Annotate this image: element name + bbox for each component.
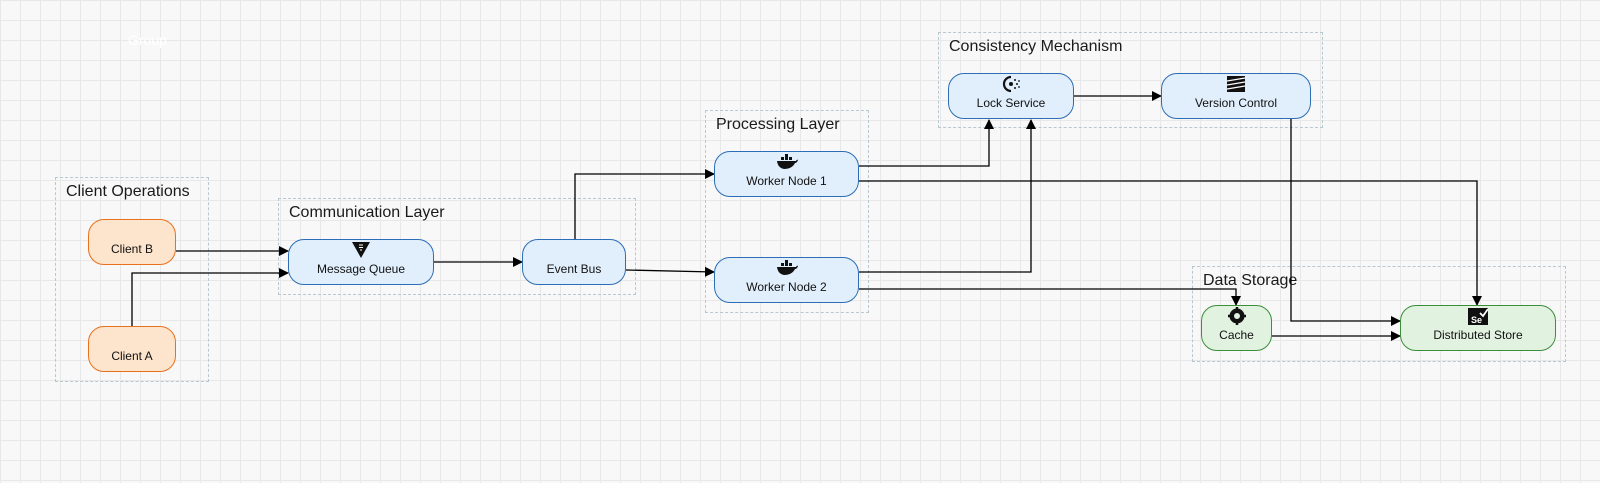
edge-worker-node-1-to-distributed-store[interactable] bbox=[859, 180, 1482, 306]
node-label: Message Queue bbox=[316, 262, 406, 276]
stripes-icon bbox=[1227, 75, 1245, 93]
node-label: Lock Service bbox=[976, 96, 1046, 110]
node-distributed-store[interactable]: Se Distributed Store bbox=[1400, 305, 1556, 351]
edge-worker-node-2-to-lock-service[interactable] bbox=[859, 119, 1036, 273]
edge-event-bus-to-worker-node-2[interactable] bbox=[625, 266, 715, 277]
edge-worker-node-1-to-lock-service[interactable] bbox=[859, 119, 994, 167]
node-label: Worker Node 2 bbox=[746, 280, 827, 294]
svg-text:Se: Se bbox=[1471, 315, 1482, 325]
node-version-control[interactable]: Version Control bbox=[1161, 73, 1311, 119]
group-processing-layer[interactable]: Processing Layer bbox=[705, 110, 869, 313]
node-label: Version Control bbox=[1194, 96, 1278, 110]
group-label: Data Storage bbox=[1203, 272, 1298, 289]
group-label: Communication Layer bbox=[289, 204, 445, 221]
node-label: Distributed Store bbox=[1433, 328, 1523, 342]
node-cache[interactable]: Cache bbox=[1201, 305, 1272, 351]
docker-whale-icon bbox=[776, 259, 798, 277]
node-label: Event Bus bbox=[546, 262, 602, 276]
node-label: Worker Node 1 bbox=[746, 174, 827, 188]
node-worker-node-1[interactable]: Worker Node 1 bbox=[714, 151, 859, 197]
cache-gear-icon bbox=[1227, 307, 1247, 325]
group-communication-layer[interactable]: Communication Layer bbox=[278, 198, 636, 295]
selenium-check-icon: Se bbox=[1468, 307, 1488, 325]
node-label: Client B bbox=[110, 242, 154, 256]
group-consistency-mechanism[interactable]: Consistency Mechanism bbox=[938, 32, 1323, 128]
edge-event-bus-to-worker-node-1[interactable] bbox=[574, 169, 715, 240]
node-message-queue[interactable]: Message Queue bbox=[288, 239, 434, 285]
edge-worker-node-2-to-cache[interactable] bbox=[859, 288, 1241, 306]
node-lock-service[interactable]: Lock Service bbox=[948, 73, 1074, 119]
node-label: Cache bbox=[1219, 328, 1254, 342]
edge-client-a-to-message-queue[interactable] bbox=[131, 268, 289, 326]
ghost-group-label: Group bbox=[128, 32, 167, 48]
node-client-a[interactable]: Client A bbox=[88, 326, 176, 372]
consul-icon bbox=[1001, 75, 1021, 93]
node-event-bus[interactable]: Event Bus bbox=[522, 239, 626, 285]
vault-triangle-icon bbox=[351, 241, 371, 259]
node-client-b[interactable]: Client B bbox=[88, 219, 176, 265]
node-label: Client A bbox=[111, 349, 153, 363]
docker-whale-icon bbox=[776, 153, 798, 171]
group-label: Client Operations bbox=[66, 183, 190, 200]
group-label: Processing Layer bbox=[716, 116, 840, 133]
edge-version-control-to-distributed-store[interactable] bbox=[1290, 118, 1401, 326]
node-worker-node-2[interactable]: Worker Node 2 bbox=[714, 257, 859, 303]
group-label: Consistency Mechanism bbox=[949, 38, 1123, 55]
group-data-storage[interactable]: Data Storage bbox=[1192, 266, 1566, 362]
group-client-operations[interactable]: Client Operations bbox=[55, 177, 209, 382]
